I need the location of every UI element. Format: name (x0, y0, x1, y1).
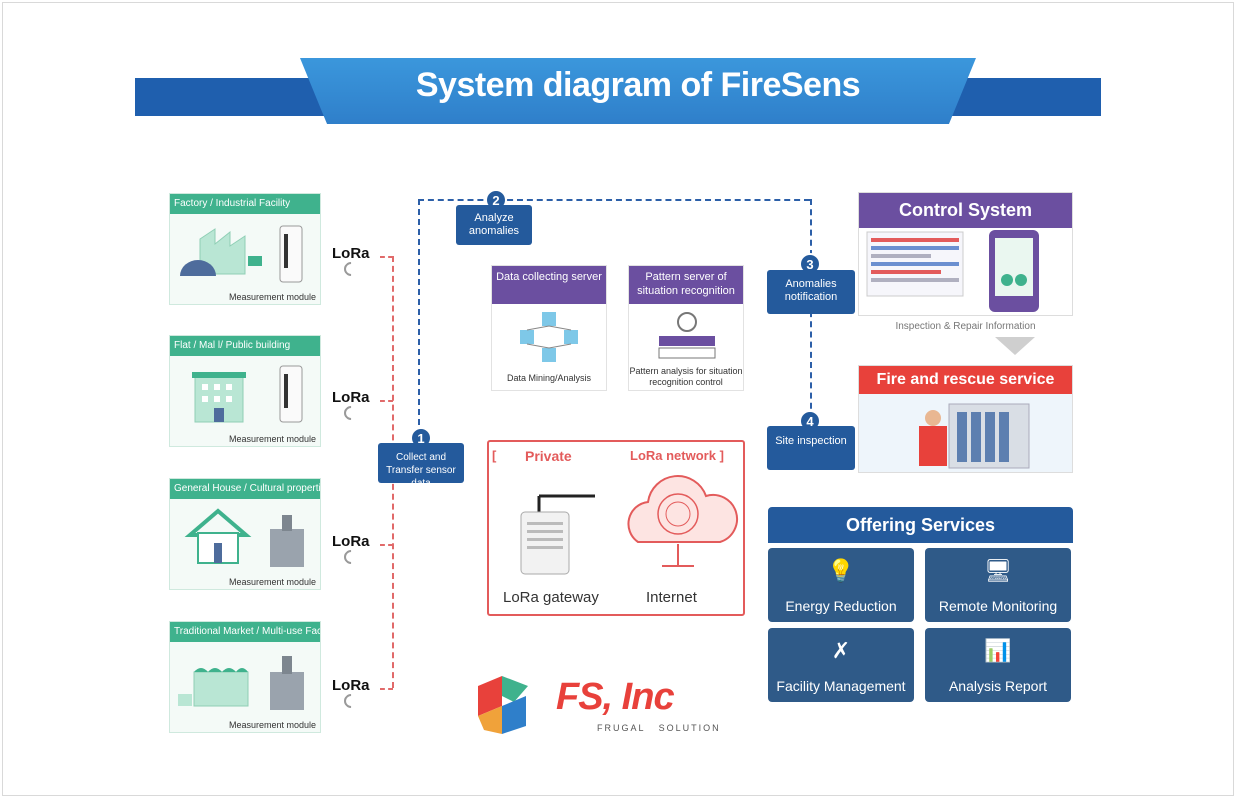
service-facility-management: ✗ Facility Management (768, 628, 914, 702)
down-arrow-icon (995, 337, 1035, 355)
offering-services-title: Offering Services (768, 507, 1073, 543)
lora-label: LoRa (332, 533, 370, 550)
market-icon (178, 656, 304, 710)
building-icon (192, 365, 303, 423)
facility-label: Traditional Market / Multi-use Facility (170, 622, 320, 642)
data-collecting-server: Data collecting server Data Mining/Analy… (491, 265, 607, 391)
step-1-label: Collect and Transfer sensor data (378, 443, 464, 489)
step-4-label: Site inspection (767, 426, 855, 470)
cloud-icon (627, 475, 739, 567)
facility-card-house: General House / Cultural properties Meas… (169, 478, 321, 590)
company-logo-icon (478, 676, 528, 734)
server-rack-icon (658, 312, 716, 359)
service-energy-reduction: 💡 Energy Reduction (768, 548, 914, 622)
internet-label: Internet (646, 589, 697, 606)
service-analysis-report: 📊 Analysis Report (925, 628, 1071, 702)
facility-label: General House / Cultural properties (170, 479, 320, 499)
facility-footer: Measurement module (228, 720, 316, 730)
connector-line (380, 544, 393, 546)
banner-tab (300, 58, 976, 124)
pattern-server: Pattern server of situation recognition … (628, 265, 744, 391)
process-loop-line (418, 199, 810, 201)
lora-network-label: LoRa network ] (630, 448, 724, 463)
lora-label: LoRa (332, 677, 370, 694)
house-icon (184, 508, 304, 567)
service-label: Analysis Report (948, 678, 1048, 694)
control-system-title: Control System (859, 193, 1072, 228)
facility-footer: Measurement module (228, 292, 316, 302)
technician-illustration (859, 394, 1072, 472)
step-2-label: Analyze anomalies (456, 205, 532, 245)
company-tagline: FRUGAL SOLUTION (597, 723, 721, 733)
fire-rescue-panel: Fire and rescue service (858, 365, 1073, 473)
process-loop-line (418, 199, 420, 425)
server-caption: Data Mining/Analysis (506, 373, 592, 383)
facility-footer: Measurement module (228, 434, 316, 444)
service-remote-monitoring: 🖥 Remote Monitoring (925, 548, 1071, 622)
facility-illustration: Measurement module (170, 642, 320, 732)
private-label: Private (525, 448, 572, 464)
connector-line (380, 256, 393, 258)
server-title: Pattern server of situation recognition (629, 266, 743, 304)
company-name: FS, Inc (556, 676, 675, 718)
facility-label: Flat / Mal l/ Public building (170, 336, 320, 356)
monitor-icon: 🖥 (984, 558, 1012, 583)
facility-footer: Measurement module (228, 577, 316, 587)
lora-label: LoRa (332, 245, 370, 262)
inspection-caption: Inspection & Repair Information (895, 321, 1036, 332)
network-cubes-icon (520, 312, 578, 362)
dashboard-illustration (866, 230, 1039, 312)
lightbulb-icon: 💡 (827, 558, 855, 583)
service-label: Energy Reduction (785, 598, 897, 614)
tools-icon: ✗ (831, 638, 851, 663)
connector-line (380, 688, 393, 690)
facility-label: Factory / Industrial Facility (170, 194, 320, 214)
factory-icon (180, 225, 303, 283)
facility-card-factory: Factory / Industrial Facility Measuremen… (169, 193, 321, 305)
server-caption: Pattern analysis for situation recogniti… (629, 366, 743, 387)
control-system-panel: Control System (858, 192, 1073, 316)
facility-illustration: Measurement module (170, 214, 320, 304)
service-label: Facility Management (776, 678, 906, 694)
gateway-icon (520, 494, 595, 575)
gateway-label: LoRa gateway (503, 589, 599, 606)
page-title: System diagram of FireSens (415, 66, 861, 104)
facility-card-building: Flat / Mal l/ Public building Measuremen… (169, 335, 321, 447)
lora-label: LoRa (332, 389, 370, 406)
report-icon: 📊 (984, 638, 1012, 663)
facility-illustration: Measurement module (170, 356, 320, 446)
service-label: Remote Monitoring (938, 598, 1058, 614)
bracket-open: [ (492, 448, 497, 463)
facility-card-market: Traditional Market / Multi-use Facility … (169, 621, 321, 733)
facility-illustration: Measurement module (170, 499, 320, 589)
server-title: Data collecting server (492, 266, 606, 304)
connector-line (380, 400, 393, 402)
fire-rescue-title: Fire and rescue service (859, 366, 1072, 394)
step-3-label: Anomalies notification (767, 270, 855, 314)
